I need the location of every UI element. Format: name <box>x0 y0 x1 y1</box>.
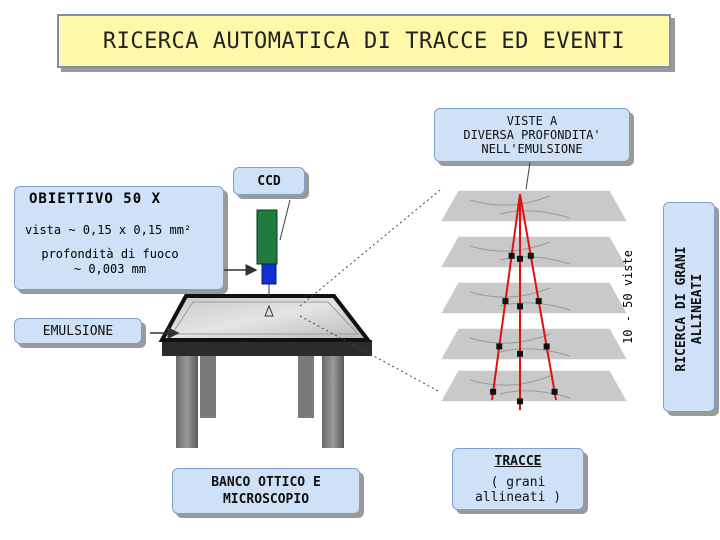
bench-label-line-1: BANCO OTTICO E <box>211 474 321 491</box>
optical-bench <box>162 296 372 448</box>
grain-2-3 <box>517 351 523 357</box>
grain-3-1 <box>528 253 534 259</box>
bench-label-line-2: MICROSCOPIO <box>211 491 321 508</box>
grain-1-1 <box>509 253 515 259</box>
bench-label-box: BANCO OTTICO E MICROSCOPIO <box>172 468 360 514</box>
emulsion-view-2 <box>440 236 628 268</box>
grain-3-3 <box>544 343 550 349</box>
tracks-box: TRACCE ( grani allineati ) <box>452 448 584 510</box>
emulsion-layers <box>440 190 628 402</box>
bench-leg-back-left <box>200 346 216 418</box>
grain-1-3 <box>496 343 502 349</box>
projection-line-top <box>300 190 440 306</box>
ccd-camera <box>257 210 277 264</box>
grain-2-1 <box>517 256 523 262</box>
emulsion-view-4 <box>440 328 628 360</box>
bench-leg-back-right <box>298 346 314 418</box>
views-count-label: 10 - 50 viste <box>621 237 635 357</box>
grain-3-2 <box>536 298 542 304</box>
grain-2-4 <box>517 398 523 404</box>
tracks-subtitle: ( grani allineati ) <box>453 475 583 505</box>
ccd-pointer-line <box>280 200 290 240</box>
bench-leg-front-right <box>322 356 344 448</box>
objective-lens <box>262 264 276 284</box>
grain-3-4 <box>552 389 558 395</box>
views-pointer-line <box>526 162 530 190</box>
grain-2-2 <box>517 303 523 309</box>
bench-top-edge <box>162 340 372 356</box>
emulsion-view-3 <box>440 282 628 314</box>
emulsion-view-1 <box>440 190 628 222</box>
grain-1-4 <box>490 389 496 395</box>
emulsion-view-5 <box>440 370 628 402</box>
aligned-grains-box: RICERCA DI GRANI ALLINEATI <box>663 202 715 412</box>
grain-1-2 <box>502 298 508 304</box>
aligned-grains-line-1: RICERCA DI GRANI <box>674 204 690 414</box>
bench-leg-front-left <box>176 356 198 448</box>
aligned-grains-label: RICERCA DI GRANI ALLINEATI <box>674 204 706 414</box>
aligned-grains-line-2: ALLINEATI <box>690 204 706 414</box>
tracks-title: TRACCE <box>495 454 542 469</box>
